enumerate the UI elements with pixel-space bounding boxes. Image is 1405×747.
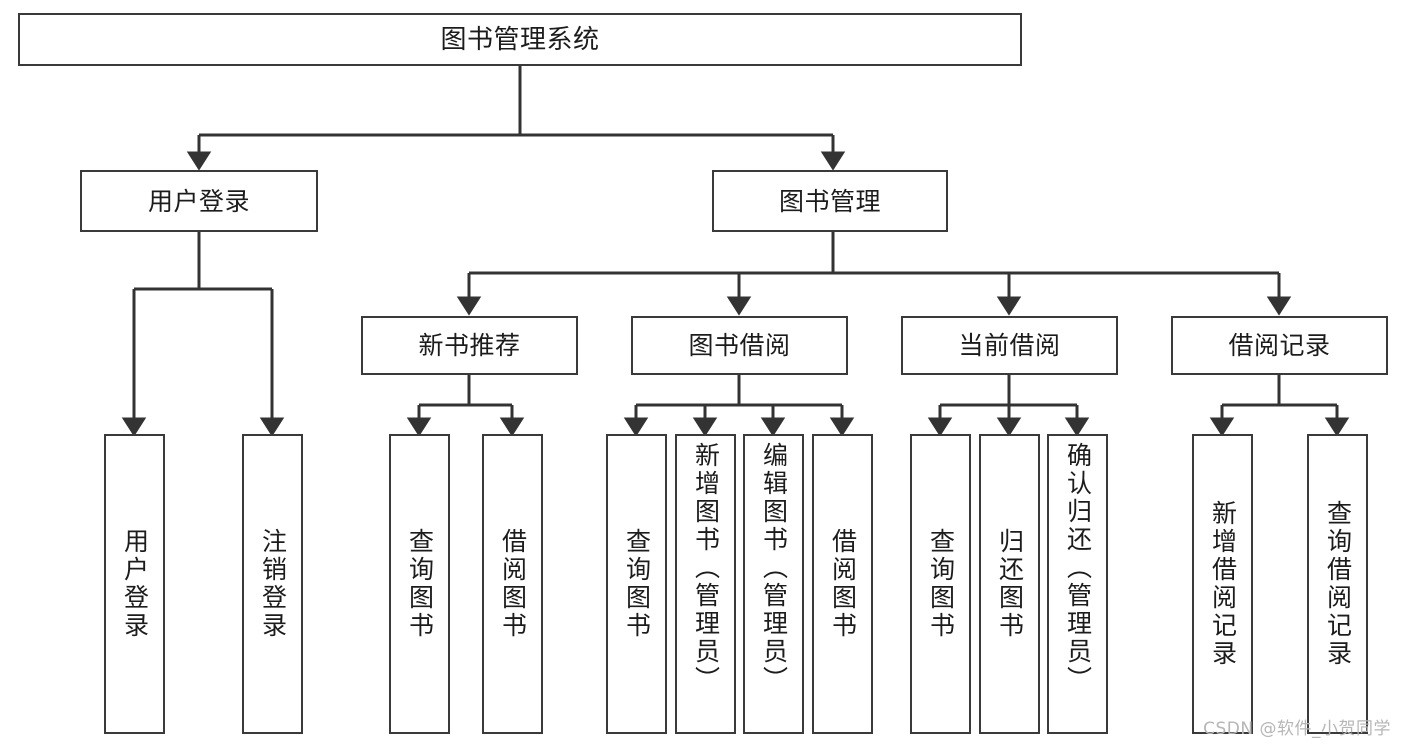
node-label: 用户登录 (120, 528, 150, 640)
leaf-add-borrow-record[interactable]: 新增借阅记录 (1192, 434, 1253, 734)
leaf-user-login[interactable]: 用户登录 (104, 434, 165, 734)
node-root-book-management-system[interactable]: 图书管理系统 (18, 13, 1022, 66)
node-new-book-recommend[interactable]: 新书推荐 (361, 316, 578, 375)
node-label: 当前借阅 (958, 331, 1061, 360)
leaf-user-logout[interactable]: 注销登录 (242, 434, 303, 734)
node-label: 图书管理 (778, 186, 881, 216)
node-label: 图书借阅 (688, 331, 791, 360)
node-label: 查询图书 (926, 528, 956, 640)
node-book-management[interactable]: 图书管理 (712, 170, 948, 232)
node-label: 借阅图书 (498, 528, 528, 640)
leaf-confirm-return-admin[interactable]: 确认归还（管理员） (1047, 434, 1108, 734)
leaf-add-book-admin[interactable]: 新增图书（管理员） (675, 434, 736, 734)
node-label: 查询图书 (405, 528, 435, 640)
node-label: 新增借阅记录 (1208, 500, 1238, 668)
leaf-query-book-current[interactable]: 查询图书 (910, 434, 971, 734)
node-label: 用户登录 (147, 186, 250, 216)
leaf-edit-book-admin[interactable]: 编辑图书（管理员） (743, 434, 804, 734)
node-label: 查询借阅记录 (1323, 500, 1353, 668)
node-current-borrow[interactable]: 当前借阅 (901, 316, 1118, 375)
node-borrow-record[interactable]: 借阅记录 (1171, 316, 1388, 375)
node-label: 新增图书（管理员） (691, 442, 721, 694)
node-label: 新书推荐 (418, 331, 521, 360)
node-label: 编辑图书（管理员） (759, 442, 789, 694)
node-label: 查询图书 (622, 528, 652, 640)
csdn-watermark: CSDN @软件_小贺同学 (1203, 719, 1391, 739)
leaf-return-book[interactable]: 归还图书 (979, 434, 1040, 734)
leaf-borrow-book-recommend[interactable]: 借阅图书 (482, 434, 543, 734)
leaf-query-book-recommend[interactable]: 查询图书 (389, 434, 450, 734)
leaf-borrow-book[interactable]: 借阅图书 (812, 434, 873, 734)
node-label: 借阅图书 (828, 528, 858, 640)
node-label: 确认归还（管理员） (1063, 442, 1093, 694)
node-label: 借阅记录 (1228, 331, 1331, 360)
leaf-query-borrow-record[interactable]: 查询借阅记录 (1307, 434, 1368, 734)
node-label: 图书管理系统 (440, 24, 600, 55)
node-book-borrow[interactable]: 图书借阅 (631, 316, 848, 375)
leaf-query-book-borrow[interactable]: 查询图书 (606, 434, 667, 734)
node-label: 归还图书 (995, 528, 1025, 640)
node-user-login[interactable]: 用户登录 (80, 170, 318, 232)
node-label: 注销登录 (258, 528, 288, 640)
